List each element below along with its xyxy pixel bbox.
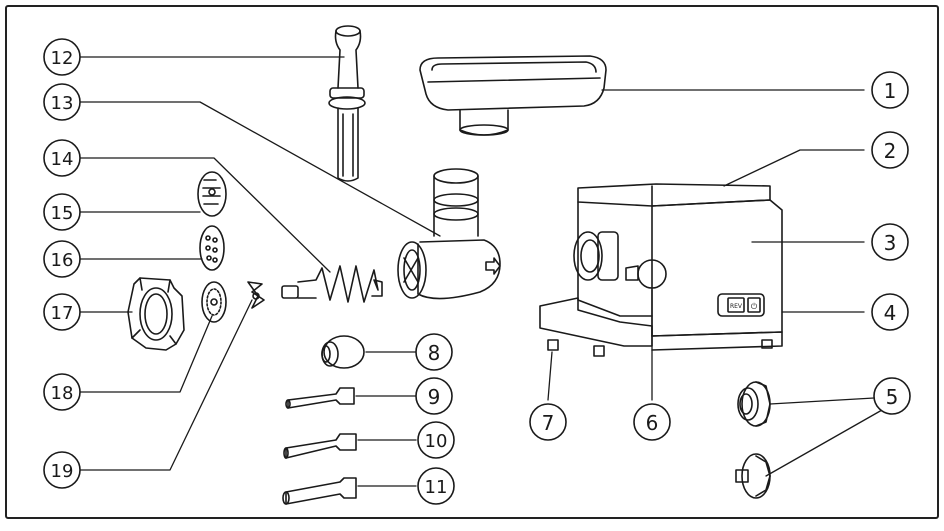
svg-text:19: 19: [51, 461, 74, 482]
foot-right: [761, 339, 773, 349]
leader-18: [79, 315, 213, 393]
callout-2: 2: [871, 131, 909, 169]
callout-4: 4: [871, 293, 909, 331]
callout-7: 7: [529, 403, 567, 441]
svg-text:1: 1: [884, 79, 897, 103]
leader-5b: [765, 409, 883, 477]
svg-text:13: 13: [51, 93, 74, 114]
callout-1: 1: [871, 71, 909, 109]
kubbe-attachment-part: [321, 335, 365, 369]
callout-6: 6: [633, 403, 671, 441]
leader-19: [79, 299, 253, 471]
callout-9: 9: [415, 377, 453, 415]
callout-8: 8: [415, 333, 453, 371]
switch-panel: [717, 293, 765, 317]
callout-17: 17: [43, 293, 81, 331]
callout-3: 3: [871, 223, 909, 261]
svg-text:14: 14: [51, 149, 74, 170]
callout-10: 10: [417, 421, 455, 459]
callout-19: 19: [43, 451, 81, 489]
rev-switch-label: REV: [730, 303, 743, 310]
svg-text:5: 5: [886, 385, 899, 409]
ring-nut-part: [127, 277, 185, 351]
callout-14: 14: [43, 139, 81, 177]
coarse-plate-part: [197, 171, 227, 217]
leader-7: [547, 351, 553, 401]
cutting-blade-part: [247, 281, 265, 309]
svg-text:17: 17: [51, 303, 74, 324]
svg-text:3: 3: [884, 231, 897, 255]
motor-body-part: [539, 183, 783, 357]
callout-18: 18: [43, 373, 81, 411]
diagram-border: [5, 5, 939, 519]
svg-text:16: 16: [51, 250, 74, 271]
leader-5a: [769, 397, 875, 405]
leader-14: [79, 157, 331, 273]
svg-text:6: 6: [646, 411, 659, 435]
foot-mid: [593, 345, 605, 357]
leader-2: [723, 149, 865, 187]
grinder-head-part: [397, 168, 501, 300]
svg-text:7: 7: [542, 411, 555, 435]
sausage-accessory-part: [735, 381, 771, 499]
power-switch-icon: ⏻: [751, 302, 758, 311]
leader-lines: [79, 56, 883, 487]
svg-text:11: 11: [425, 477, 448, 498]
fine-plate-part: [201, 281, 227, 323]
callout-15: 15: [43, 193, 81, 231]
callout-13: 13: [43, 83, 81, 121]
callout-11: 11: [417, 467, 455, 505]
food-tray-part: [419, 55, 607, 136]
auger-part: [281, 265, 383, 303]
leader-13: [79, 101, 441, 237]
svg-text:10: 10: [425, 431, 448, 452]
svg-text:8: 8: [428, 341, 441, 365]
svg-text:9: 9: [428, 385, 441, 409]
svg-text:2: 2: [884, 139, 897, 163]
sausage-tube-medium-part: [283, 433, 357, 459]
callout-16: 16: [43, 240, 81, 278]
sausage-tube-large-part: [282, 477, 357, 505]
svg-text:18: 18: [51, 383, 74, 404]
svg-text:12: 12: [51, 48, 74, 69]
callout-12: 12: [43, 38, 81, 76]
svg-text:4: 4: [884, 301, 897, 325]
pusher-part: [328, 25, 366, 182]
callout-5: 5: [873, 377, 911, 415]
foot-left: [547, 339, 559, 351]
medium-plate-part: [199, 225, 225, 271]
svg-text:15: 15: [51, 203, 74, 224]
sausage-tube-small-part: [285, 387, 355, 409]
